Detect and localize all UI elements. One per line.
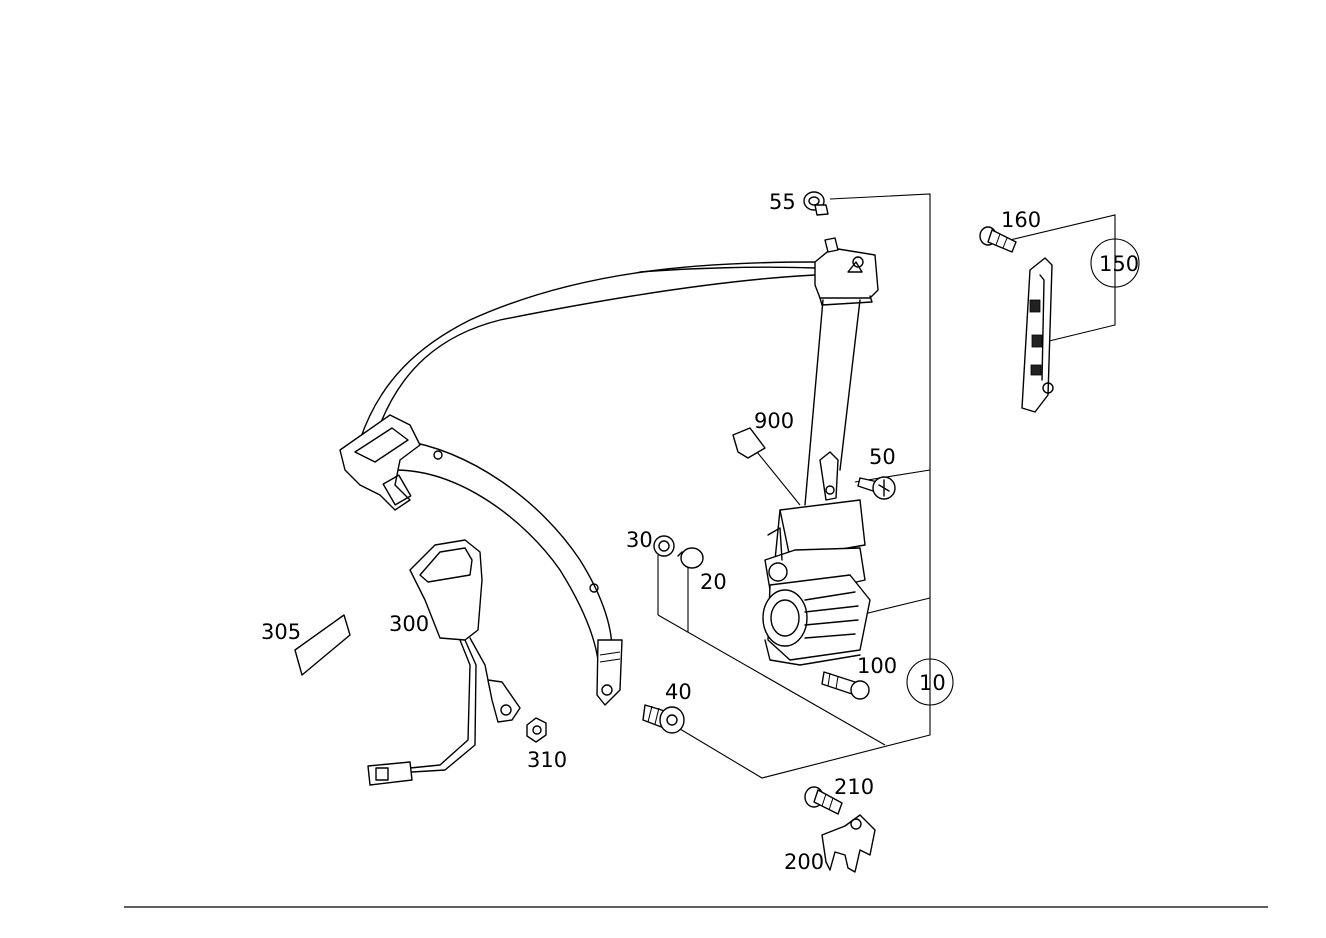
bolt-50 [857, 476, 896, 500]
callout-200: 200 [784, 850, 824, 874]
callout-900: 900 [754, 409, 794, 433]
callout-300: 300 [389, 612, 429, 636]
callout-40: 40 [665, 680, 692, 704]
belt-webbing [359, 261, 861, 706]
label-900 [732, 427, 766, 459]
callout-150-circle [1090, 238, 1140, 288]
callout-20: 20 [700, 570, 727, 594]
washer-30 [653, 535, 675, 557]
leader-lines [657, 193, 1116, 779]
bolt-210 [804, 786, 843, 815]
retractor-assembly [762, 451, 871, 666]
callout-100: 100 [857, 654, 897, 678]
latch-tongue [339, 414, 421, 511]
bolt-55 [803, 191, 829, 216]
callout-310: 310 [527, 748, 567, 772]
upper-anchor-bracket [814, 237, 879, 306]
callout-305: 305 [261, 620, 301, 644]
callout-10-circle [906, 658, 954, 706]
callout-55: 55 [769, 190, 796, 214]
callout-10: 10 [919, 671, 946, 695]
bracket-200 [821, 814, 876, 873]
callout-150: 150 [1099, 252, 1139, 276]
callout-30: 30 [626, 528, 653, 552]
callout-210: 210 [834, 775, 874, 799]
callout-160: 160 [1001, 208, 1041, 232]
pad-305 [294, 614, 351, 676]
bolt-100 [821, 671, 870, 700]
callout-50: 50 [869, 445, 896, 469]
bolt-160 [979, 226, 1017, 253]
buckle-300 [367, 539, 521, 786]
bolt-40 [642, 704, 685, 734]
nut-310 [526, 717, 547, 743]
cap-20 [677, 547, 704, 569]
height-adjuster-150 [1021, 257, 1054, 413]
